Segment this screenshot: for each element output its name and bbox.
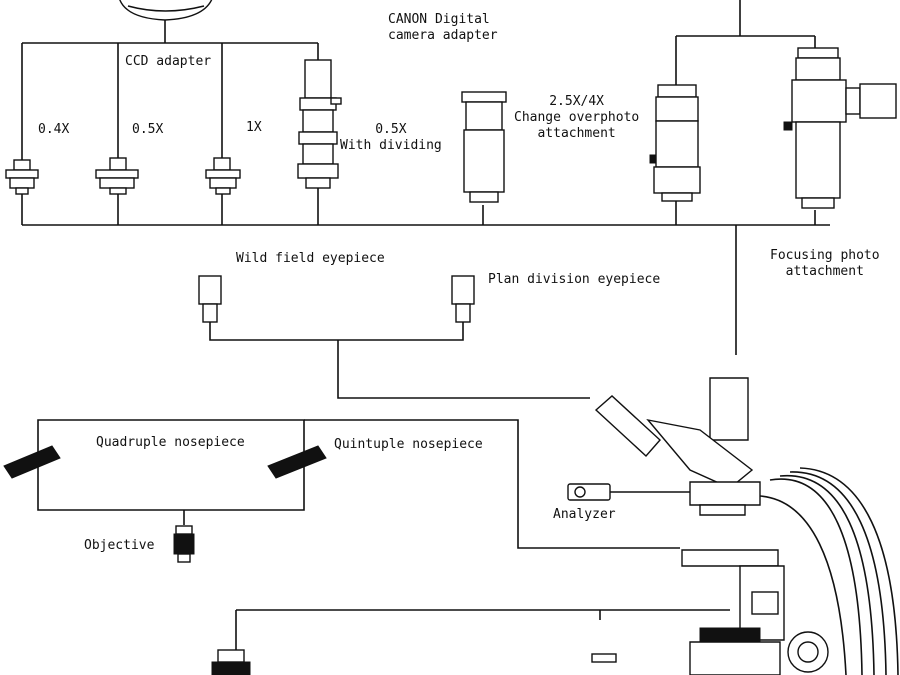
objective-label: Objective	[84, 538, 155, 553]
photo-branch-line	[675, 0, 816, 85]
plan-division-eyepiece-label: Plan division eyepiece	[488, 272, 661, 287]
analyzer-icon	[567, 483, 611, 501]
mag-1x-label: 1X	[246, 120, 262, 135]
ccd-adapter-04x-icon	[5, 159, 39, 195]
nosepiece-bracket	[37, 419, 305, 511]
change-overphoto-label: 2.5X/4X Change overphoto attachment	[514, 94, 640, 141]
wild-field-eyepiece-label: Wild field eyepiece	[236, 251, 385, 266]
focusing-photo-label: Focusing photo attachment	[770, 248, 880, 279]
objective-icon	[173, 525, 195, 563]
quadruple-nosepiece-icon	[3, 445, 61, 479]
photo-tube-icon	[649, 84, 701, 202]
ccd-adapter-1x-icon	[205, 157, 241, 195]
camera-adapter-icon	[119, 0, 213, 21]
dividing-adapter-icon	[297, 59, 342, 189]
eyepiece-bracket	[209, 322, 590, 399]
ccd-adapter-05x-icon	[95, 157, 139, 195]
plan-division-eyepiece-icon	[451, 275, 475, 323]
quintuple-nosepiece-icon	[267, 445, 327, 479]
condenser-icon	[211, 649, 251, 675]
analyzer-label: Analyzer	[553, 507, 616, 522]
quintuple-nosepiece-label: Quintuple nosepiece	[334, 437, 483, 452]
quadruple-nosepiece-label: Quadruple nosepiece	[96, 435, 245, 450]
ccd-adapter-label: CCD adapter	[125, 54, 212, 69]
canon-adapter-label: CANON Digital camera adapter	[388, 12, 498, 43]
wild-field-eyepiece-icon	[198, 275, 222, 323]
microscope-icon	[594, 377, 899, 675]
focusing-photo-attachment-icon	[783, 47, 897, 209]
overphoto-attachment-icon	[461, 91, 507, 203]
mag-05x-dividing-label: 0.5X With dividing	[340, 122, 442, 153]
mag-05x-label: 0.5X	[132, 122, 164, 137]
mag-04x-label: 0.4X	[38, 122, 70, 137]
filter-icon	[591, 653, 617, 663]
